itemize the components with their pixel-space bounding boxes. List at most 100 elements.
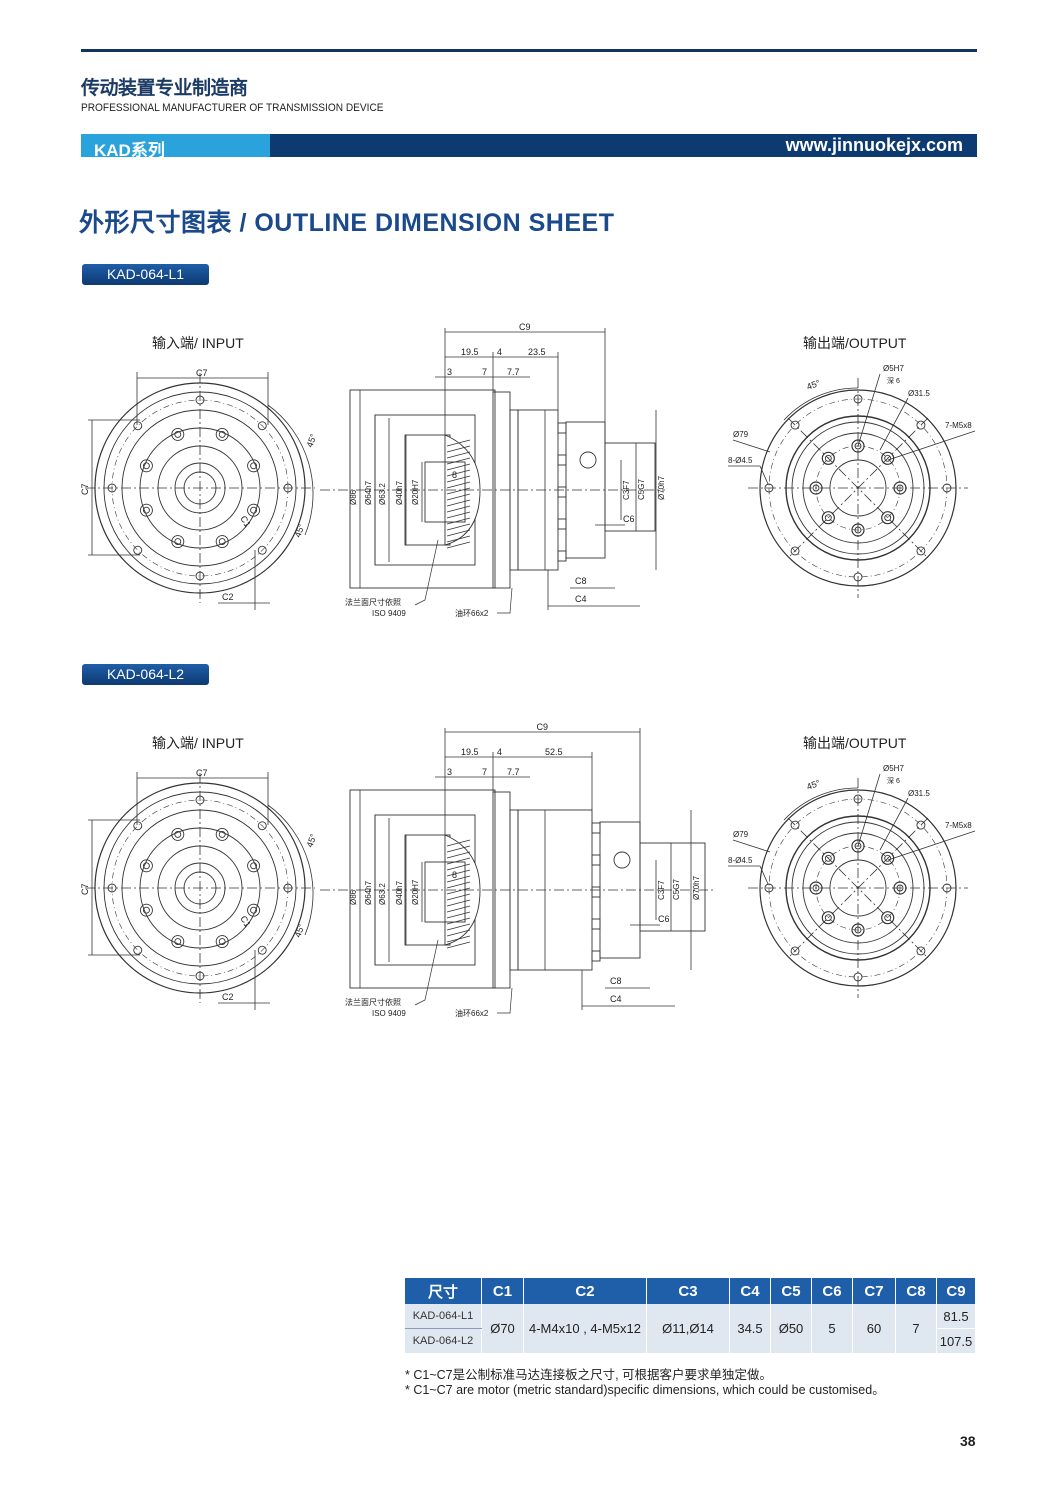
dimension-label: C2	[222, 592, 234, 602]
mounting-hole-icon	[790, 420, 800, 430]
tapped-hole-icon	[821, 851, 835, 865]
bolt-hole-icon	[257, 945, 267, 955]
note-label: 油环66x2	[455, 608, 489, 618]
mounting-hole-icon	[790, 546, 800, 556]
leader-line	[879, 397, 909, 451]
company-tagline-cn: 传动装置专业制造商	[81, 78, 248, 99]
dimension-label: C7	[196, 768, 208, 778]
series-label: KAD系列	[94, 141, 165, 160]
motor-bolt-hole-icon	[142, 906, 150, 914]
motor-bolt-hole-icon	[139, 503, 153, 517]
tapped-hole-icon	[812, 484, 820, 492]
tapped-hole-icon	[854, 842, 862, 850]
angle-arc	[783, 387, 859, 421]
c2-cell: 4-M4x10 , 4-M5x12	[523, 1304, 647, 1353]
hatch-line	[446, 451, 471, 459]
dimension-label: Ø31.5	[908, 789, 930, 798]
bolt-hole-icon	[133, 545, 143, 555]
motor-bolt-hole-icon	[142, 506, 150, 514]
tapped-hole-icon	[884, 514, 892, 522]
dimension-label: C2	[222, 992, 234, 1002]
tapped-hole-icon	[881, 911, 895, 925]
dimension-label: 7-M5x8	[945, 821, 972, 830]
bolt-hole-icon	[257, 421, 267, 431]
hatch-line	[446, 499, 471, 507]
shaft-bore	[424, 861, 466, 923]
bolt-hole-icon	[133, 821, 143, 831]
footnote-en: * C1~C7 are motor (metric standard)speci…	[405, 1383, 885, 1397]
tapped-hole-icon	[884, 914, 892, 922]
dimension-label: Ø64h7	[364, 480, 373, 505]
tapped-hole-icon	[884, 454, 892, 462]
leader-line	[497, 987, 513, 1014]
mounting-hole-icon	[790, 946, 800, 956]
motor-bolt-hole-icon	[250, 506, 258, 514]
dimension-label: 8-Ø4.5	[728, 856, 753, 865]
leader-line	[732, 839, 771, 853]
model-badge-l2: KAD-064-L2	[82, 664, 209, 685]
motor-bolt-hole-icon	[250, 862, 258, 870]
motor-bolt-hole-icon	[247, 903, 261, 917]
tapped-hole-icon	[884, 854, 892, 862]
motor-bolt-hole-icon	[247, 459, 261, 473]
tapped-hole-icon	[821, 451, 835, 465]
bolt-hole-icon	[257, 821, 267, 831]
dimension-label: C9	[519, 322, 531, 332]
hatch-line	[446, 893, 471, 901]
mounting-hole-icon	[916, 946, 926, 956]
dimension-label: Ø40h7	[395, 480, 404, 505]
motor-bolt-hole-icon	[247, 503, 261, 517]
housing-bolt-icon	[557, 550, 567, 562]
col-header: C4	[729, 1278, 771, 1304]
c3-cell: Ø11,Ø14	[646, 1304, 730, 1353]
leader-line	[887, 430, 976, 461]
tapped-hole-icon	[824, 914, 832, 922]
tapped-hole-icon	[821, 911, 835, 925]
output-view-title: 输出端/OUTPUT	[803, 335, 907, 351]
hatch-line	[446, 505, 471, 513]
note-label: ISO 9409	[372, 1009, 406, 1018]
dimension-label: 45°	[292, 922, 306, 939]
motor-bolt-hole-icon	[171, 427, 185, 441]
dimension-label: C3F7	[657, 880, 666, 900]
footnote-cn: * C1~C7是公制标准马达连接板之尺寸, 可根据客户要求单独定做。	[405, 1368, 773, 1382]
table-header-row: 尺寸 C1 C2 C3 C4 C5 C6 C7 C8 C9	[405, 1278, 976, 1304]
shaft-bore	[424, 461, 466, 523]
leader-line	[879, 797, 909, 851]
hatch-line	[446, 535, 471, 543]
c9-cell: 107.5	[936, 1328, 976, 1353]
output-vent-icon	[613, 851, 631, 869]
dimension-label: C4	[610, 994, 622, 1004]
company-tagline-en: PROFESSIONAL MANUFACTURER OF TRANSMISSIO…	[81, 102, 384, 114]
housing-bolt-icon	[591, 918, 601, 930]
hatch-line	[446, 923, 471, 931]
table-row: KAD-064-L2 107.5	[405, 1328, 976, 1353]
bolt-hole-icon	[133, 421, 143, 431]
leader-line	[414, 939, 439, 1006]
col-header: 尺寸	[405, 1278, 482, 1304]
dimension-label: C7	[80, 883, 90, 895]
hatch-line	[446, 905, 471, 913]
leader-line	[759, 465, 769, 485]
website-link[interactable]: www.jinnuokejx.com	[785, 135, 963, 155]
motor-bolt-hole-icon	[215, 935, 229, 949]
motor-bolt-hole-icon	[215, 427, 229, 441]
housing-bolt-icon	[557, 422, 567, 434]
motor-bolt-hole-icon	[139, 459, 153, 473]
motor-bolt-hole-icon	[139, 859, 153, 873]
dimension-label: 52.5	[545, 747, 563, 757]
hatch-line	[446, 887, 471, 895]
dimension-label: 19.5	[461, 747, 479, 757]
hatch-line	[446, 487, 471, 495]
header-rule	[81, 49, 977, 52]
hatch-line	[446, 517, 471, 525]
dimension-label: 4	[497, 347, 502, 357]
hatch-line	[446, 845, 471, 853]
mounting-hole-icon	[916, 546, 926, 556]
dimension-label: Ø5H7	[883, 364, 904, 373]
hatch-line	[446, 445, 471, 453]
motor-bolt-hole-icon	[171, 535, 185, 549]
model-cell: KAD-064-L2	[405, 1328, 482, 1353]
